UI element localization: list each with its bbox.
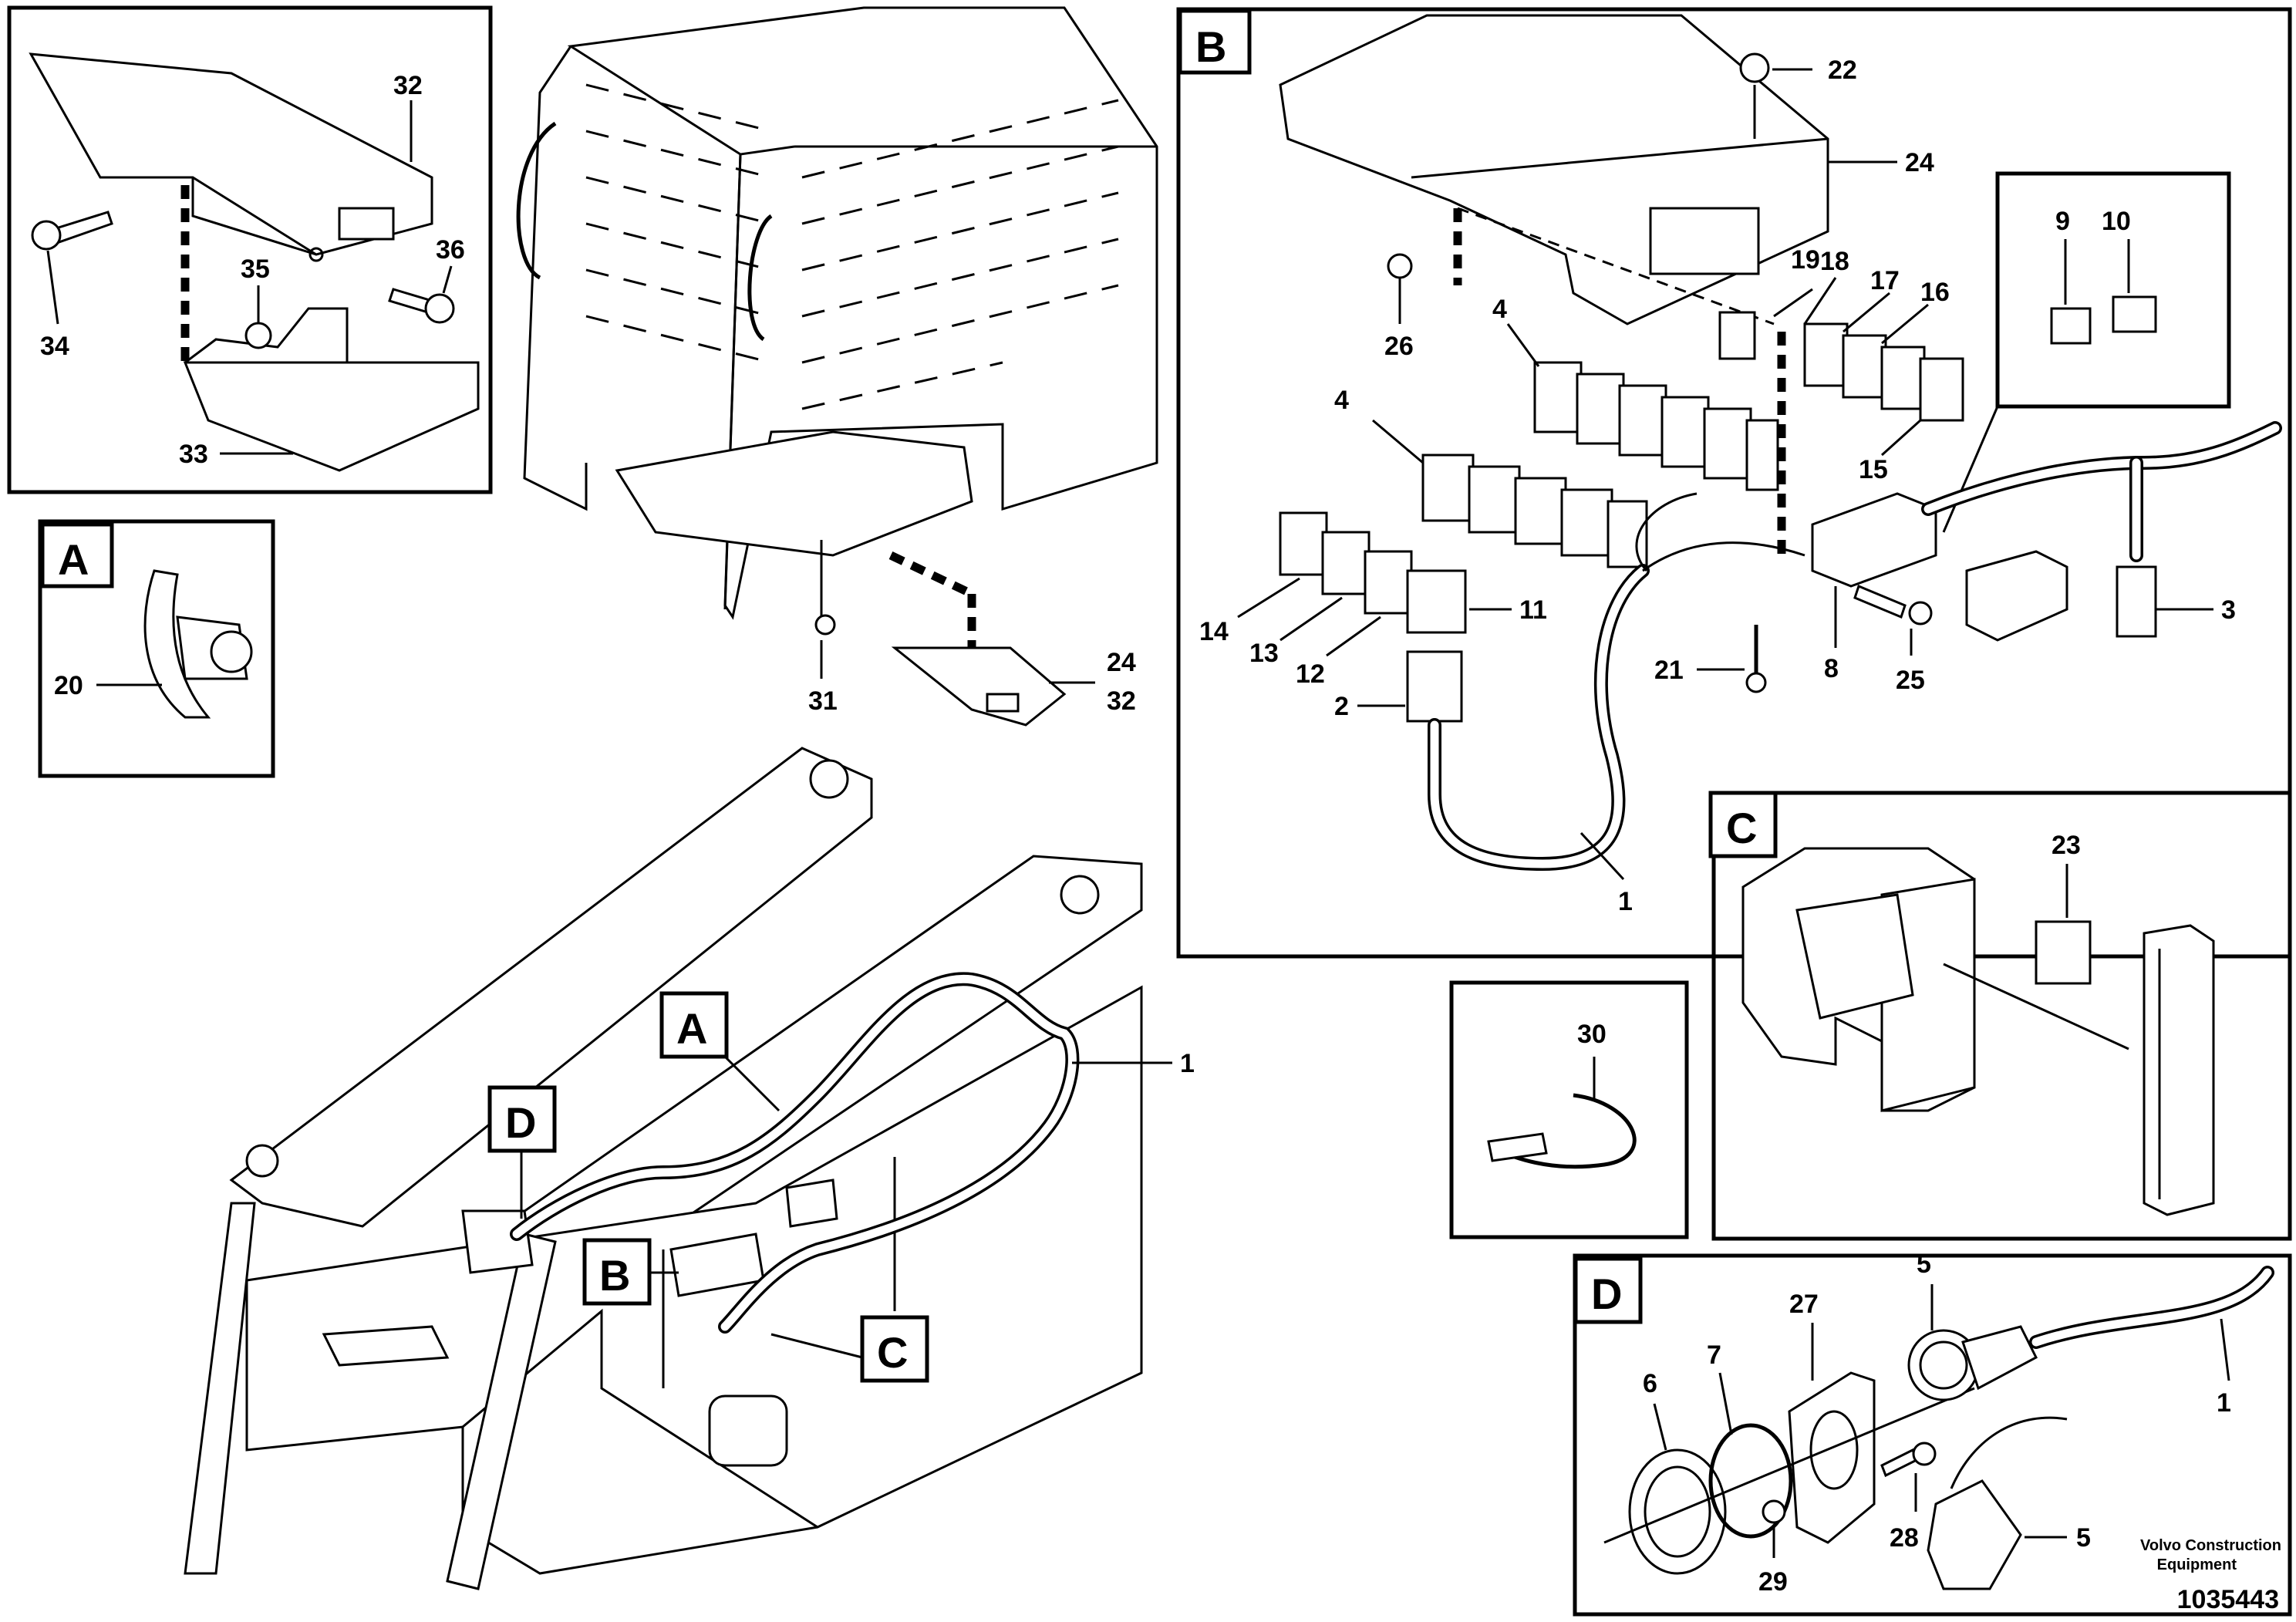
callout-24-b: 24 bbox=[1905, 148, 1934, 177]
callout-29: 29 bbox=[1758, 1567, 1788, 1597]
panel-d: D 6 7 27 5 1 28 29 bbox=[1573, 1249, 2292, 1617]
main-machine-view: 1 D A B C bbox=[184, 747, 1195, 1590]
callout-26: 26 bbox=[1384, 332, 1414, 361]
footer: Volvo Construction Equipment 1035443 bbox=[2140, 1537, 2281, 1614]
panel-a: A 20 bbox=[38, 519, 275, 778]
panel-c-label: C bbox=[1726, 804, 1757, 852]
callout-9: 9 bbox=[2055, 207, 2070, 236]
callout-31: 31 bbox=[808, 686, 838, 716]
callout-12: 12 bbox=[1296, 659, 1325, 689]
cab-mesh bbox=[585, 83, 1119, 410]
callout-32-main: 32 bbox=[1107, 686, 1136, 716]
callout-10: 10 bbox=[2102, 207, 2131, 236]
callout-5-top: 5 bbox=[1917, 1249, 1931, 1279]
callout-32-inset: 32 bbox=[393, 71, 423, 100]
callout-21: 21 bbox=[1654, 656, 1684, 685]
marker-b-label: B bbox=[599, 1251, 630, 1300]
marker-a-label: A bbox=[676, 1004, 707, 1053]
relay-row-upper bbox=[1533, 361, 1779, 491]
callout-35: 35 bbox=[241, 255, 270, 284]
inset-cover-panel: 32 36 35 34 33 bbox=[7, 5, 493, 494]
panel-a-label: A bbox=[58, 535, 89, 584]
marker-d-label: D bbox=[505, 1098, 536, 1147]
callout-36: 36 bbox=[436, 235, 465, 265]
callout-5-bottom: 5 bbox=[2076, 1523, 2091, 1553]
callout-13: 13 bbox=[1249, 639, 1279, 668]
callout-17: 17 bbox=[1870, 266, 1900, 295]
callout-4-bottom: 4 bbox=[1334, 386, 1349, 415]
callout-16: 16 bbox=[1920, 278, 1950, 307]
callout-27: 27 bbox=[1789, 1290, 1819, 1319]
reference-number: 1035443 bbox=[2177, 1585, 2279, 1614]
cab-rear-view: 31 24 32 bbox=[516, 6, 1158, 727]
brand-line-2: Equipment bbox=[2157, 1556, 2237, 1573]
callout-1-main: 1 bbox=[1180, 1049, 1195, 1078]
callout-19: 19 bbox=[1791, 245, 1820, 275]
panel-d-label: D bbox=[1591, 1270, 1622, 1318]
callout-20: 20 bbox=[54, 671, 83, 700]
callout-33: 33 bbox=[179, 440, 208, 469]
callout-30: 30 bbox=[1577, 1020, 1607, 1049]
callout-25: 25 bbox=[1896, 666, 1925, 695]
callout-34: 34 bbox=[40, 332, 69, 361]
relay-group-right bbox=[1718, 311, 1964, 422]
callout-11: 11 bbox=[1519, 595, 1547, 625]
callout-18: 18 bbox=[1820, 247, 1849, 276]
panel-b: B 22 24 26 4 bbox=[1176, 7, 2292, 959]
callout-7: 7 bbox=[1707, 1340, 1721, 1370]
callout-22: 22 bbox=[1828, 56, 1857, 85]
callout-6: 6 bbox=[1643, 1369, 1657, 1398]
relay-row-lower bbox=[1421, 454, 1648, 568]
callout-8: 8 bbox=[1824, 654, 1839, 683]
callout-23: 23 bbox=[2052, 831, 2081, 860]
panel-b-label: B bbox=[1195, 22, 1226, 71]
callout-15: 15 bbox=[1859, 455, 1888, 484]
callout-1-b: 1 bbox=[1618, 887, 1633, 916]
callout-2: 2 bbox=[1334, 692, 1349, 721]
panel-cable-tie: 30 bbox=[1449, 980, 1689, 1239]
single-relays bbox=[1279, 511, 1467, 634]
callout-24-main: 24 bbox=[1107, 648, 1136, 677]
callout-1-d: 1 bbox=[2217, 1388, 2231, 1418]
callout-28: 28 bbox=[1890, 1523, 1919, 1553]
callout-4-top: 4 bbox=[1492, 295, 1507, 324]
marker-c-label: C bbox=[877, 1328, 908, 1377]
callout-3: 3 bbox=[2221, 595, 2236, 625]
callout-14: 14 bbox=[1199, 617, 1229, 646]
brand-line-1: Volvo Construction bbox=[2140, 1537, 2281, 1554]
panel-c: C 23 bbox=[1708, 791, 2292, 1241]
